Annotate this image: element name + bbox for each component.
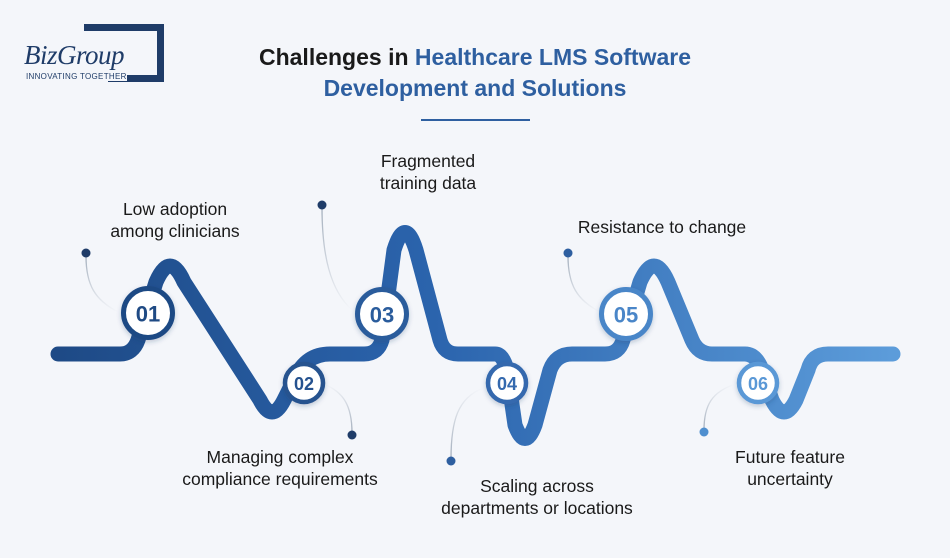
step-01-marker [121,286,175,340]
dot-02 [347,430,357,440]
dot-04 [446,456,456,466]
step-04-label-line1: Scaling across [480,476,594,496]
leader-line-05 [567,255,601,313]
bizgroup-logo: BizGroup INNOVATING TOGETHER [20,24,164,84]
leader-line-06 [703,383,736,431]
step-01-label: Low adoption among clinicians [95,198,255,242]
step-04-marker [485,361,529,405]
step-06-number: 06 [748,374,768,394]
step-05-marker [599,287,653,341]
title-underline [421,119,530,121]
dot-06 [699,427,709,437]
leader-line-01 [85,255,119,313]
leader-line-03 [321,206,353,311]
step-02-number: 02 [294,374,314,394]
dot-03 [317,200,327,210]
step-05-label-line1: Resistance to change [577,217,747,237]
leader-line-04 [450,387,484,460]
logo-frame-top [84,24,114,31]
step-01-number: 01 [136,302,160,327]
step-03-label-line2: training data [379,173,477,193]
step-01-label-line1: Low adoption [122,199,228,219]
step-06-marker [736,361,780,405]
step-01-label-line2: among clinicians [110,221,240,241]
logo-text: BizGroup [24,40,127,71]
step-03-label-line1: Fragmented [380,151,476,171]
step-03-marker [355,287,409,341]
step-04-label-line2: departments or locations [441,498,633,518]
step-03-label: Fragmented training data [348,150,508,194]
step-02-label-line1: Managing complex [206,447,354,467]
page-title: Challenges in Healthcare LMS Software De… [0,42,950,104]
logo-tagline: INNOVATING TOGETHER [26,72,127,81]
title-part-1: Challenges in [258,44,415,70]
leader-line-02 [323,383,353,434]
step-02-label-line2: compliance requirements [182,469,378,489]
step-02-marker [282,361,326,405]
logo-frame-bottom [116,75,164,82]
step-05-label: Resistance to change [552,216,772,238]
step-02-label: Managing complex compliance requirements [155,446,405,490]
step-03-number: 03 [370,303,394,328]
title-part-2: Healthcare LMS Software [414,44,692,70]
step-05-number: 05 [614,303,638,328]
dot-05 [563,248,573,258]
step-06-label-line1: Future feature [735,447,845,467]
dot-01 [81,248,91,258]
step-04-label: Scaling across departments or locations [412,475,662,519]
step-06-label-line2: uncertainty [747,469,833,489]
step-06-label: Future feature uncertainty [710,446,870,490]
step-04-number: 04 [497,374,517,394]
title-part-3: Development and Solutions [323,75,627,101]
heartbeat-line [50,225,901,446]
